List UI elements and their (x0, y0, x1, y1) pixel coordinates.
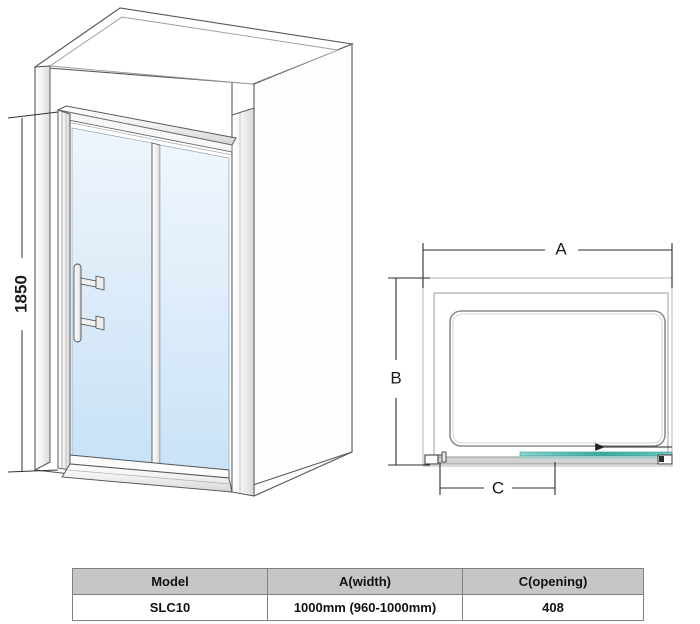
dimension-c: C (439, 462, 556, 497)
top-rail-line (61, 120, 233, 156)
table-header-a-width: A(width) (267, 568, 463, 595)
specification-table: Model A(width) C(opening) SLC10 1000mm (… (72, 568, 644, 621)
plan-catch-detail (657, 454, 673, 465)
height-dimension-1850: 1850 (7, 111, 59, 473)
cell-a-width: 1000mm (960-1000mm) (267, 594, 463, 621)
dimension-a: A (422, 239, 673, 288)
height-dimension-label: 1850 (11, 275, 30, 313)
handle-bar (73, 263, 82, 343)
plan-hinge-detail (424, 451, 447, 465)
sliding-glass-panel-shadow (520, 456, 672, 459)
dim-ext-top (7, 111, 59, 119)
left-wall-panel (34, 65, 51, 471)
handle-bracket-upper-head (95, 275, 105, 291)
dimension-b-label: B (390, 368, 401, 387)
sliding-glass-panel (519, 451, 673, 457)
right-jamb-post (231, 107, 255, 497)
table-header-model: Model (72, 568, 268, 595)
center-mullion (151, 142, 161, 466)
right-glass-panel (159, 144, 230, 471)
dimension-b: B (388, 277, 430, 466)
bottom-rail-line (67, 469, 231, 485)
door-handle (73, 263, 105, 343)
dim-ext-bottom (7, 469, 59, 473)
table-header-row: Model A(width) C(opening) (72, 568, 644, 595)
right-wall-edge (253, 43, 353, 497)
dimension-a-label: A (555, 239, 567, 258)
plan-view-group: A B C (388, 239, 673, 497)
plan-inner-tray-inner (452, 313, 663, 444)
bottom-rail-front (61, 463, 233, 493)
table-row: SLC10 1000mm (960-1000mm) 408 (72, 594, 644, 621)
table-header-c-opening: C(opening) (462, 568, 644, 595)
ceiling-inner-edge (48, 16, 340, 85)
cell-model: SLC10 (72, 594, 268, 621)
left-glass-panel (71, 127, 153, 465)
left-jamb-post (57, 109, 71, 471)
isometric-enclosure-group: 1850 (7, 7, 355, 497)
dimension-c-label: C (492, 478, 504, 497)
cell-c-opening: 408 (462, 594, 644, 621)
specification-table-container: Model A(width) C(opening) SLC10 1000mm (… (72, 568, 644, 621)
handle-bracket-lower-head (95, 315, 105, 331)
